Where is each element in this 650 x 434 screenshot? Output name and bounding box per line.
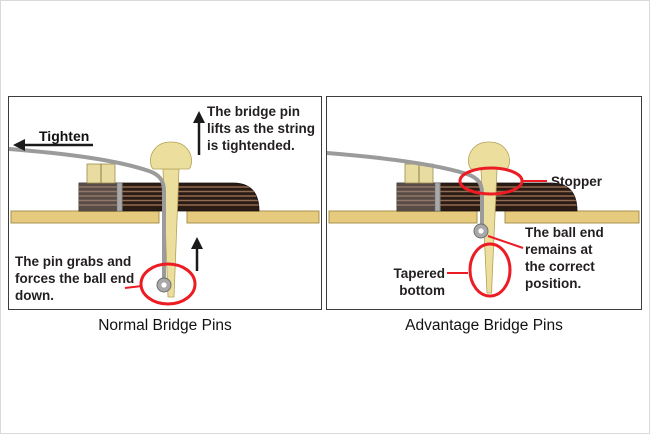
ball-end	[156, 277, 172, 293]
advantage-pin-illustration	[327, 141, 640, 298]
ball-end-highlight-ellipse	[139, 262, 197, 306]
pin-lift-note: The bridge pin lifts as the string is ti…	[207, 104, 316, 154]
pin-grab-note: The pin grabs and forces the ball end do…	[15, 254, 135, 304]
saddle	[404, 163, 441, 212]
ball-end	[473, 223, 489, 239]
tighten-label: Tighten	[39, 128, 90, 144]
advantage-pins-caption: Advantage Bridge Pins	[405, 317, 563, 334]
pin-lift-arrow	[193, 111, 205, 155]
soundboard	[10, 210, 320, 224]
stopper-highlight-ellipse	[458, 166, 524, 196]
tapered-bottom-highlight-ellipse	[468, 242, 512, 298]
tighten-arrow	[13, 139, 93, 151]
ball-lift-arrow	[191, 237, 203, 271]
tapered-bottom-label: Tapered bottom	[393, 266, 445, 299]
string-slot	[116, 182, 123, 212]
string-slot	[434, 182, 441, 212]
soundboard	[328, 210, 640, 224]
normal-pins-caption: Normal Bridge Pins	[98, 317, 232, 334]
note-connector-line	[124, 285, 143, 289]
ball-note-connector-line	[487, 235, 524, 249]
stopper-label: Stopper	[551, 174, 603, 189]
bridge-pin	[468, 141, 510, 294]
panel-advantage-bridge-pins: Stopper Tapered bottom The ball end rema…	[326, 96, 642, 310]
normal-pin-illustration	[9, 111, 320, 306]
ball-end-note: The ball end remains at the correct posi…	[525, 225, 604, 292]
panel-normal-bridge-pins: Tighten The bridge pin lifts as the stri…	[8, 96, 322, 310]
guitar-string	[327, 151, 484, 226]
saddle	[86, 163, 123, 212]
guitar-string	[9, 147, 166, 282]
